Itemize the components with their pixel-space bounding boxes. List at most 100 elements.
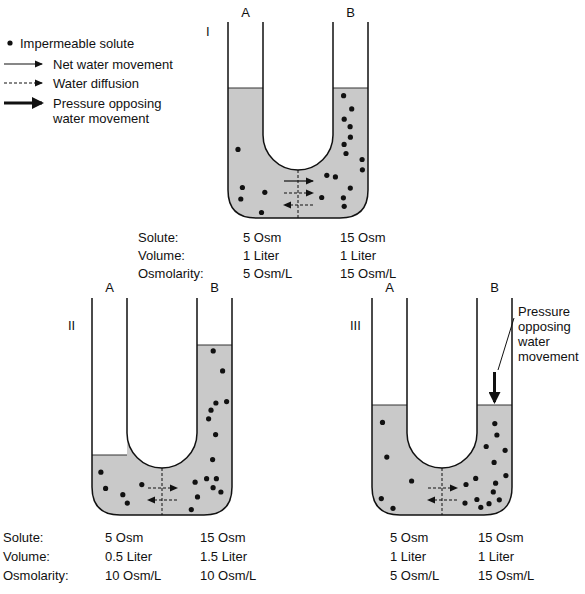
solute-dot (409, 478, 414, 483)
solute-dot (125, 501, 130, 506)
solute-dot (348, 135, 353, 140)
value-label: 5 Osm/L (390, 568, 439, 583)
diff-arrow (148, 487, 177, 488)
membrane (298, 170, 299, 218)
legend-text: Net water movement (53, 57, 173, 72)
press-arrow (4, 102, 42, 105)
arm-label: A (105, 280, 114, 295)
solute-dot (342, 117, 347, 122)
solute-dot (341, 93, 346, 98)
value-label: 15 Osm (200, 530, 246, 545)
solute-dot (473, 476, 478, 481)
solute-dot (484, 444, 489, 449)
solute-dot (380, 420, 385, 425)
solute-dot (139, 482, 144, 487)
solute-dot (493, 481, 498, 486)
solute-dot (103, 486, 108, 491)
solute-dot (463, 482, 468, 487)
solute-dot (348, 186, 353, 191)
solute-dot (238, 196, 243, 201)
solute-dot (214, 476, 219, 481)
arm-label: B (490, 280, 499, 295)
solute-dot (360, 157, 365, 162)
solute-dot (478, 505, 483, 510)
solute-dot (98, 470, 103, 475)
callout-label: Pressure opposing water movement (518, 304, 580, 364)
solute-dot (491, 489, 496, 494)
solute-dot (360, 167, 365, 172)
legend-text: Impermeable solute (20, 36, 134, 51)
row-heading: Osmolarity: (138, 266, 204, 281)
value-label: 15 Osm (340, 230, 386, 245)
solute-dot (342, 204, 347, 209)
solute-dot (210, 457, 215, 462)
arm-label: B (346, 5, 355, 20)
row-heading: Osmolarity: (3, 568, 69, 583)
arm-label: A (385, 280, 394, 295)
fluid-level (197, 345, 232, 346)
solute-dot (342, 142, 347, 147)
tube-wall (407, 298, 477, 468)
tube-wall (228, 22, 368, 218)
solute-dot (333, 174, 338, 179)
row-heading: Volume: (138, 248, 185, 263)
solute-dot (384, 455, 389, 460)
solute-dot (218, 489, 223, 494)
value-label: 5 Osm (105, 530, 143, 545)
value-label: 5 Osm (390, 530, 428, 545)
diff-arrow (284, 192, 313, 193)
net-arrow (284, 180, 313, 181)
solute-dot (211, 348, 216, 353)
fluid (372, 405, 512, 515)
tube-wall (92, 298, 232, 515)
solute-dot (189, 507, 194, 512)
solute-dot (211, 485, 216, 490)
fluid (228, 88, 368, 218)
solute-dot (204, 476, 209, 481)
solute-dot (390, 506, 395, 511)
solute-dot (206, 416, 211, 421)
press-arrow (493, 372, 496, 402)
solute-dot (341, 195, 346, 200)
diff-arrow (148, 499, 177, 500)
solute-dot (208, 408, 213, 413)
tube-wall (127, 298, 197, 468)
leader-line (498, 318, 514, 370)
solute-dot (319, 195, 324, 200)
solute-dot (213, 432, 218, 437)
panel-number: II (68, 318, 75, 333)
solute-dot (262, 190, 267, 195)
solute-dot (497, 497, 502, 502)
diff-arrow (284, 204, 313, 205)
tube-wall (263, 22, 333, 170)
fluid-level (92, 455, 127, 456)
value-label: 0.5 Liter (105, 549, 152, 564)
arm-label: B (210, 280, 219, 295)
net-arrow (4, 63, 42, 64)
membrane (162, 468, 163, 515)
panel-number: I (206, 24, 210, 39)
solute-dot (348, 124, 353, 129)
value-label: 15 Osm/L (340, 266, 396, 281)
fluid-level (333, 88, 368, 89)
legend-text: Water diffusion (53, 76, 139, 91)
legend-text: Pressure opposing water movement (53, 96, 171, 126)
solute-dot (503, 448, 508, 453)
solute-dot (240, 185, 245, 190)
solute-dot (343, 151, 348, 156)
solute-dot (213, 400, 218, 405)
diff-arrow (4, 82, 42, 83)
tube-wall (372, 298, 512, 515)
value-label: 1 Liter (340, 248, 376, 263)
solute-dot (195, 494, 200, 499)
solute-dot (224, 399, 229, 404)
solute-dot (349, 106, 354, 111)
solute-dot (474, 497, 479, 502)
value-label: 1 Liter (390, 549, 426, 564)
fluid (92, 345, 232, 515)
value-label: 5 Osm (243, 230, 281, 245)
solute-dot (379, 496, 384, 501)
solute-dot (492, 421, 497, 426)
solute-dot (503, 473, 508, 478)
solute-dot (486, 501, 491, 506)
